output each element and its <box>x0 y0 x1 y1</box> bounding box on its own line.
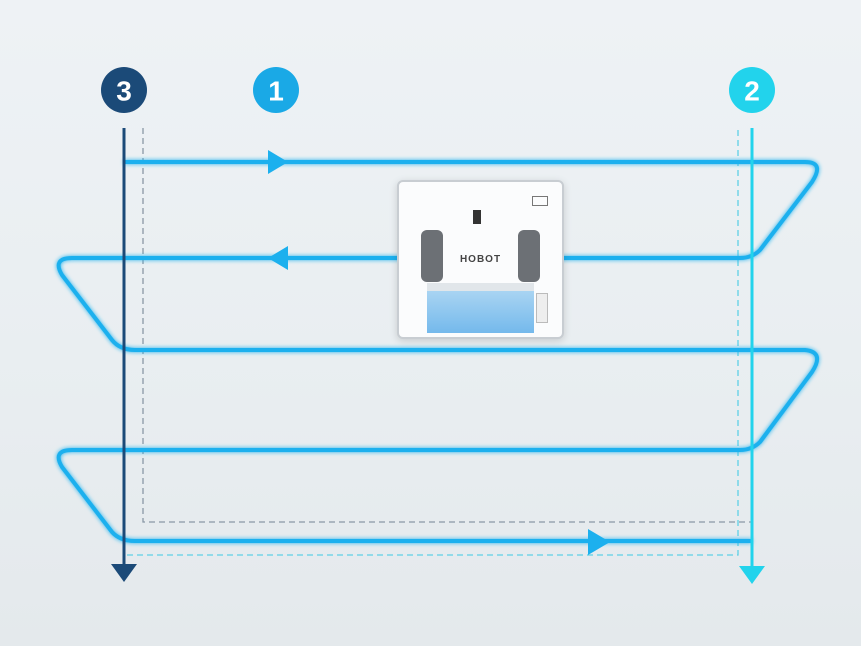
robot-brand-label: HOBOT <box>459 254 502 265</box>
arrow-right-icon <box>588 529 610 555</box>
badge-icon <box>532 196 548 206</box>
window-cleaning-robot: HOBOT <box>397 180 564 339</box>
marker-2-label: 2 <box>744 76 760 107</box>
marker-3-label: 3 <box>116 76 132 107</box>
power-button-icon <box>473 210 481 224</box>
marker-1: 1 <box>253 67 299 113</box>
water-tank <box>427 283 534 333</box>
right-pad <box>518 230 540 282</box>
marker-2: 2 <box>729 67 775 113</box>
zigzag-cleaning-path <box>56 160 820 543</box>
control-panel-icon <box>536 293 548 323</box>
dashed-cyan-guide <box>124 130 739 556</box>
arrow-left-icon <box>268 246 288 270</box>
arrow-down-icon <box>111 564 137 582</box>
arrow-down-icon <box>739 566 765 584</box>
left-pad <box>421 230 443 282</box>
arrow-right-icon <box>268 150 288 174</box>
marker-3: 3 <box>101 67 147 113</box>
marker-1-label: 1 <box>268 76 284 107</box>
